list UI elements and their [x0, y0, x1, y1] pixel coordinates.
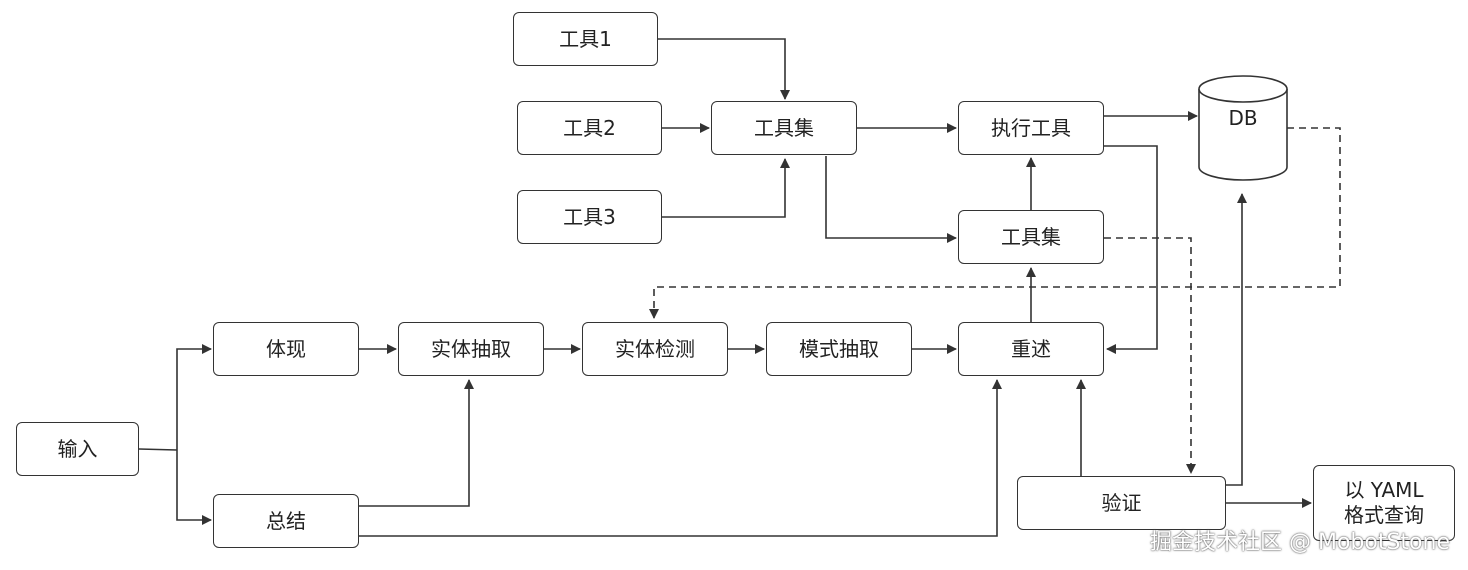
edge-toolsetmid-verify-dashed [1104, 237, 1196, 474]
edge-tool1-toolset [658, 38, 790, 100]
node-restate: 重述 [958, 322, 1104, 376]
watermark-text: 掘金技术社区 @ MobotStone [1149, 530, 1450, 555]
db-cylinder [1198, 75, 1288, 181]
node-toolset-top: 工具集 [711, 101, 857, 155]
node-toolset-mid: 工具集 [958, 210, 1104, 264]
edge-input-embody [176, 344, 212, 450]
edge-tool3-toolset [662, 158, 790, 218]
node-label-line2: 格式查询 [1344, 503, 1424, 527]
node-label: 体现 [266, 336, 306, 361]
node-label: 工具1 [559, 26, 612, 51]
node-tool1: 工具1 [513, 12, 658, 66]
node-entity-detect: 实体检测 [582, 322, 728, 376]
node-label: 工具3 [563, 204, 616, 229]
edge-summary-extract [359, 379, 474, 507]
node-label: 实体检测 [615, 336, 695, 361]
node-entity-extract: 实体抽取 [398, 322, 544, 376]
edge-input-summary [176, 450, 212, 525]
node-tool3: 工具3 [517, 190, 662, 244]
node-execute-tool: 执行工具 [958, 101, 1104, 155]
edge-input-branch [138, 448, 178, 451]
node-verify: 验证 [1017, 476, 1226, 530]
node-label: 验证 [1101, 490, 1142, 515]
node-db-label: DB [1228, 106, 1258, 130]
node-schema-extract: 模式抽取 [766, 322, 912, 376]
node-tool2: 工具2 [517, 101, 662, 155]
node-summary: 总结 [213, 494, 359, 548]
node-label: 工具集 [754, 115, 814, 140]
node-label: 实体抽取 [431, 336, 511, 361]
node-label: 工具集 [1001, 224, 1061, 249]
node-embody: 体现 [213, 322, 359, 376]
edge-toolset-toolset-mid [825, 156, 957, 243]
node-label: 执行工具 [991, 115, 1071, 140]
node-label: 输入 [57, 436, 98, 461]
node-input: 输入 [16, 422, 139, 476]
node-yaml-query: 以 YAML 格式查询 [1313, 465, 1455, 541]
node-label: 模式抽取 [799, 336, 879, 361]
node-label: 重述 [1011, 336, 1051, 361]
edge-verify-db [1226, 193, 1247, 486]
edge-summary-restate [359, 379, 1002, 537]
node-label: 工具2 [563, 115, 616, 140]
node-label-line1: 以 YAML [1344, 478, 1424, 502]
node-label: 总结 [266, 508, 306, 533]
edge-execute-restate [1104, 145, 1158, 354]
